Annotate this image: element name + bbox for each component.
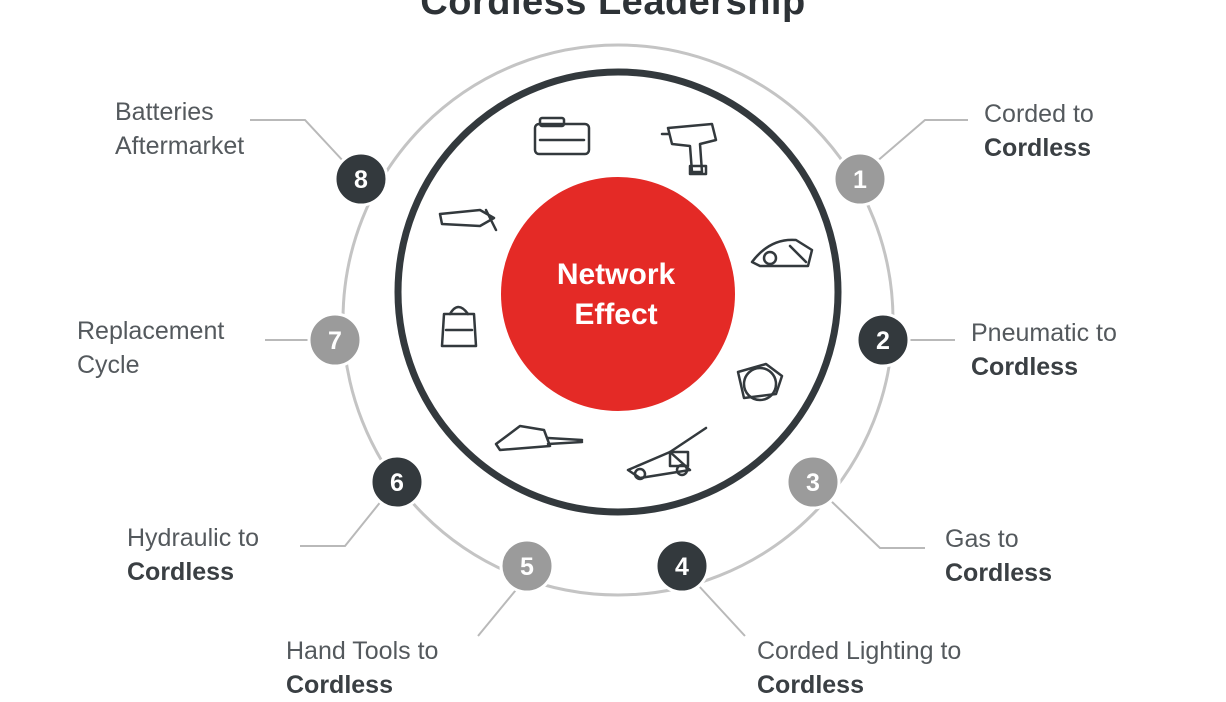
- hedge-trimmer-icon: [750, 238, 814, 268]
- step-label-2-line1: Pneumatic to: [971, 319, 1117, 347]
- step-label-6: Hydraulic to Cordless: [127, 521, 259, 589]
- diagram-title: Cordless Leadership: [420, 0, 806, 23]
- leader-lines: [250, 119, 968, 637]
- step-number-8: 8: [354, 166, 368, 194]
- leader-line-5: [477, 584, 521, 637]
- step-number-5: 5: [520, 553, 534, 581]
- step-label-4: Corded Lighting to Cordless: [757, 634, 961, 702]
- step-number-3: 3: [806, 469, 820, 497]
- step-label-4-line1: Corded Lighting to: [757, 637, 962, 665]
- leader-line-3: [829, 499, 925, 549]
- step-node-7: 7: [307, 312, 363, 368]
- center-line-1: Network: [556, 258, 676, 291]
- leader-line-4: [697, 584, 746, 637]
- step-label-5-line2: Cordless: [286, 671, 393, 699]
- step-node-1: 1: [832, 151, 888, 207]
- leader-line-8: [250, 119, 346, 164]
- leader-line-6: [300, 499, 383, 547]
- step-label-7: Replacement Cycle: [77, 314, 224, 382]
- step-label-5: Hand Tools to Cordless: [286, 634, 438, 702]
- chainsaw-icon: [494, 424, 584, 452]
- network-effect-circle: [501, 177, 735, 411]
- step-label-7-line1: Replacement: [77, 317, 225, 345]
- step-label-2-line2: Cordless: [971, 353, 1078, 381]
- step-label-8-line2: Aftermarket: [115, 132, 245, 160]
- step-label-1: Corded to Cordless: [984, 97, 1094, 165]
- step-nodes: 1 2 3 4 5 6 7 8: [307, 151, 911, 594]
- step-label-6-line1: Hydraulic to: [127, 524, 259, 552]
- step-label-8: Batteries Aftermarket: [115, 95, 244, 163]
- step-node-2: 2: [855, 312, 911, 368]
- step-node-4: 4: [654, 538, 710, 594]
- step-label-3-line1: Gas to: [945, 525, 1019, 553]
- step-number-6: 6: [390, 469, 404, 497]
- step-label-1-line1: Corded to: [984, 100, 1094, 128]
- step-label-2: Pneumatic to Cordless: [971, 316, 1117, 384]
- step-node-8: 8: [333, 151, 389, 207]
- network-effect-label: Network Effect: [500, 255, 732, 335]
- step-label-1-line2: Cordless: [984, 134, 1091, 162]
- step-label-4-line2: Cordless: [757, 671, 864, 699]
- step-number-7: 7: [328, 327, 342, 355]
- step-node-5: 5: [499, 538, 555, 594]
- reciprocating-saw-icon: [438, 208, 498, 232]
- step-label-3: Gas to Cordless: [945, 522, 1052, 590]
- vacuum-icon: [440, 305, 478, 348]
- lawn-mower-icon: [626, 426, 708, 481]
- step-label-3-line2: Cordless: [945, 559, 1052, 587]
- step-number-4: 4: [675, 553, 689, 581]
- center-line-2: Effect: [574, 298, 658, 331]
- leader-line-1: [874, 119, 968, 164]
- step-node-6: 6: [369, 454, 425, 510]
- step-number-2: 2: [876, 327, 890, 355]
- circular-saw-icon: [736, 362, 784, 402]
- step-node-3: 3: [785, 454, 841, 510]
- step-label-8-line1: Batteries: [115, 98, 214, 126]
- step-label-6-line2: Cordless: [127, 558, 234, 586]
- step-label-5-line1: Hand Tools to: [286, 637, 439, 665]
- step-label-7-line2: Cycle: [77, 351, 140, 379]
- drill-icon: [660, 122, 718, 176]
- step-number-1: 1: [853, 166, 867, 194]
- battery-icon: [533, 116, 591, 156]
